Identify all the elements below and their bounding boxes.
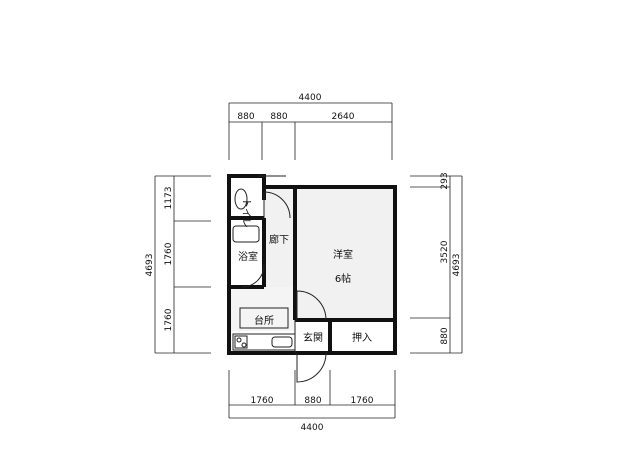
left-total-dim: 4693 (145, 254, 155, 277)
bottom-dim-3: 1760 (351, 396, 374, 406)
bottom-dimensions: 1760 880 1760 4400 (228, 370, 396, 433)
right-dim-2: 3520 (440, 240, 450, 263)
left-dim-1: 1173 (164, 187, 174, 210)
left-dim-3: 1760 (164, 308, 174, 331)
stove (234, 335, 248, 349)
bottom-dim-1: 1760 (251, 396, 274, 406)
sink (271, 336, 293, 348)
top-dim-2: 880 (270, 112, 287, 122)
kitchen-counter (232, 333, 296, 351)
top-dim-3: 2640 (332, 112, 355, 122)
kitchen-label: 台所 (254, 314, 274, 327)
bath-door-swing (241, 264, 265, 288)
bath-label: 浴室 (238, 250, 258, 263)
right-total-dim: 4693 (452, 254, 462, 277)
room-door-swing (296, 290, 327, 321)
toilet-label: トイレ (240, 198, 251, 228)
toilet-fixture (234, 188, 248, 210)
doors (241, 175, 327, 383)
top-dim-1: 880 (237, 112, 254, 122)
kitchen-floor (230, 287, 295, 331)
corridor-label: 廊下 (269, 233, 289, 246)
right-dimensions: 293 3520 880 4693 (410, 172, 463, 354)
closet-label: 押入 (352, 331, 372, 344)
left-dimensions: 4693 1173 1760 1760 (145, 175, 211, 354)
fixtures (232, 188, 296, 351)
entrance-door-swing (296, 352, 327, 383)
western-room-size: 6帖 (335, 272, 351, 285)
right-dim-3: 880 (440, 327, 450, 344)
right-dim-1: 293 (440, 172, 450, 189)
toilet-door-swing (263, 191, 291, 219)
entrance-label: 玄関 (303, 331, 323, 344)
top-total-dim: 4400 (299, 93, 322, 103)
kitchen-label-box (239, 307, 289, 329)
left-dim-2: 1760 (164, 242, 174, 265)
bottom-total-dim: 4400 (301, 423, 324, 433)
western-room-label: 洋室 (333, 248, 353, 261)
top-dimensions: 4400 880 880 2640 (228, 93, 393, 160)
bathtub (232, 225, 260, 243)
bottom-dim-2: 880 (304, 396, 321, 406)
